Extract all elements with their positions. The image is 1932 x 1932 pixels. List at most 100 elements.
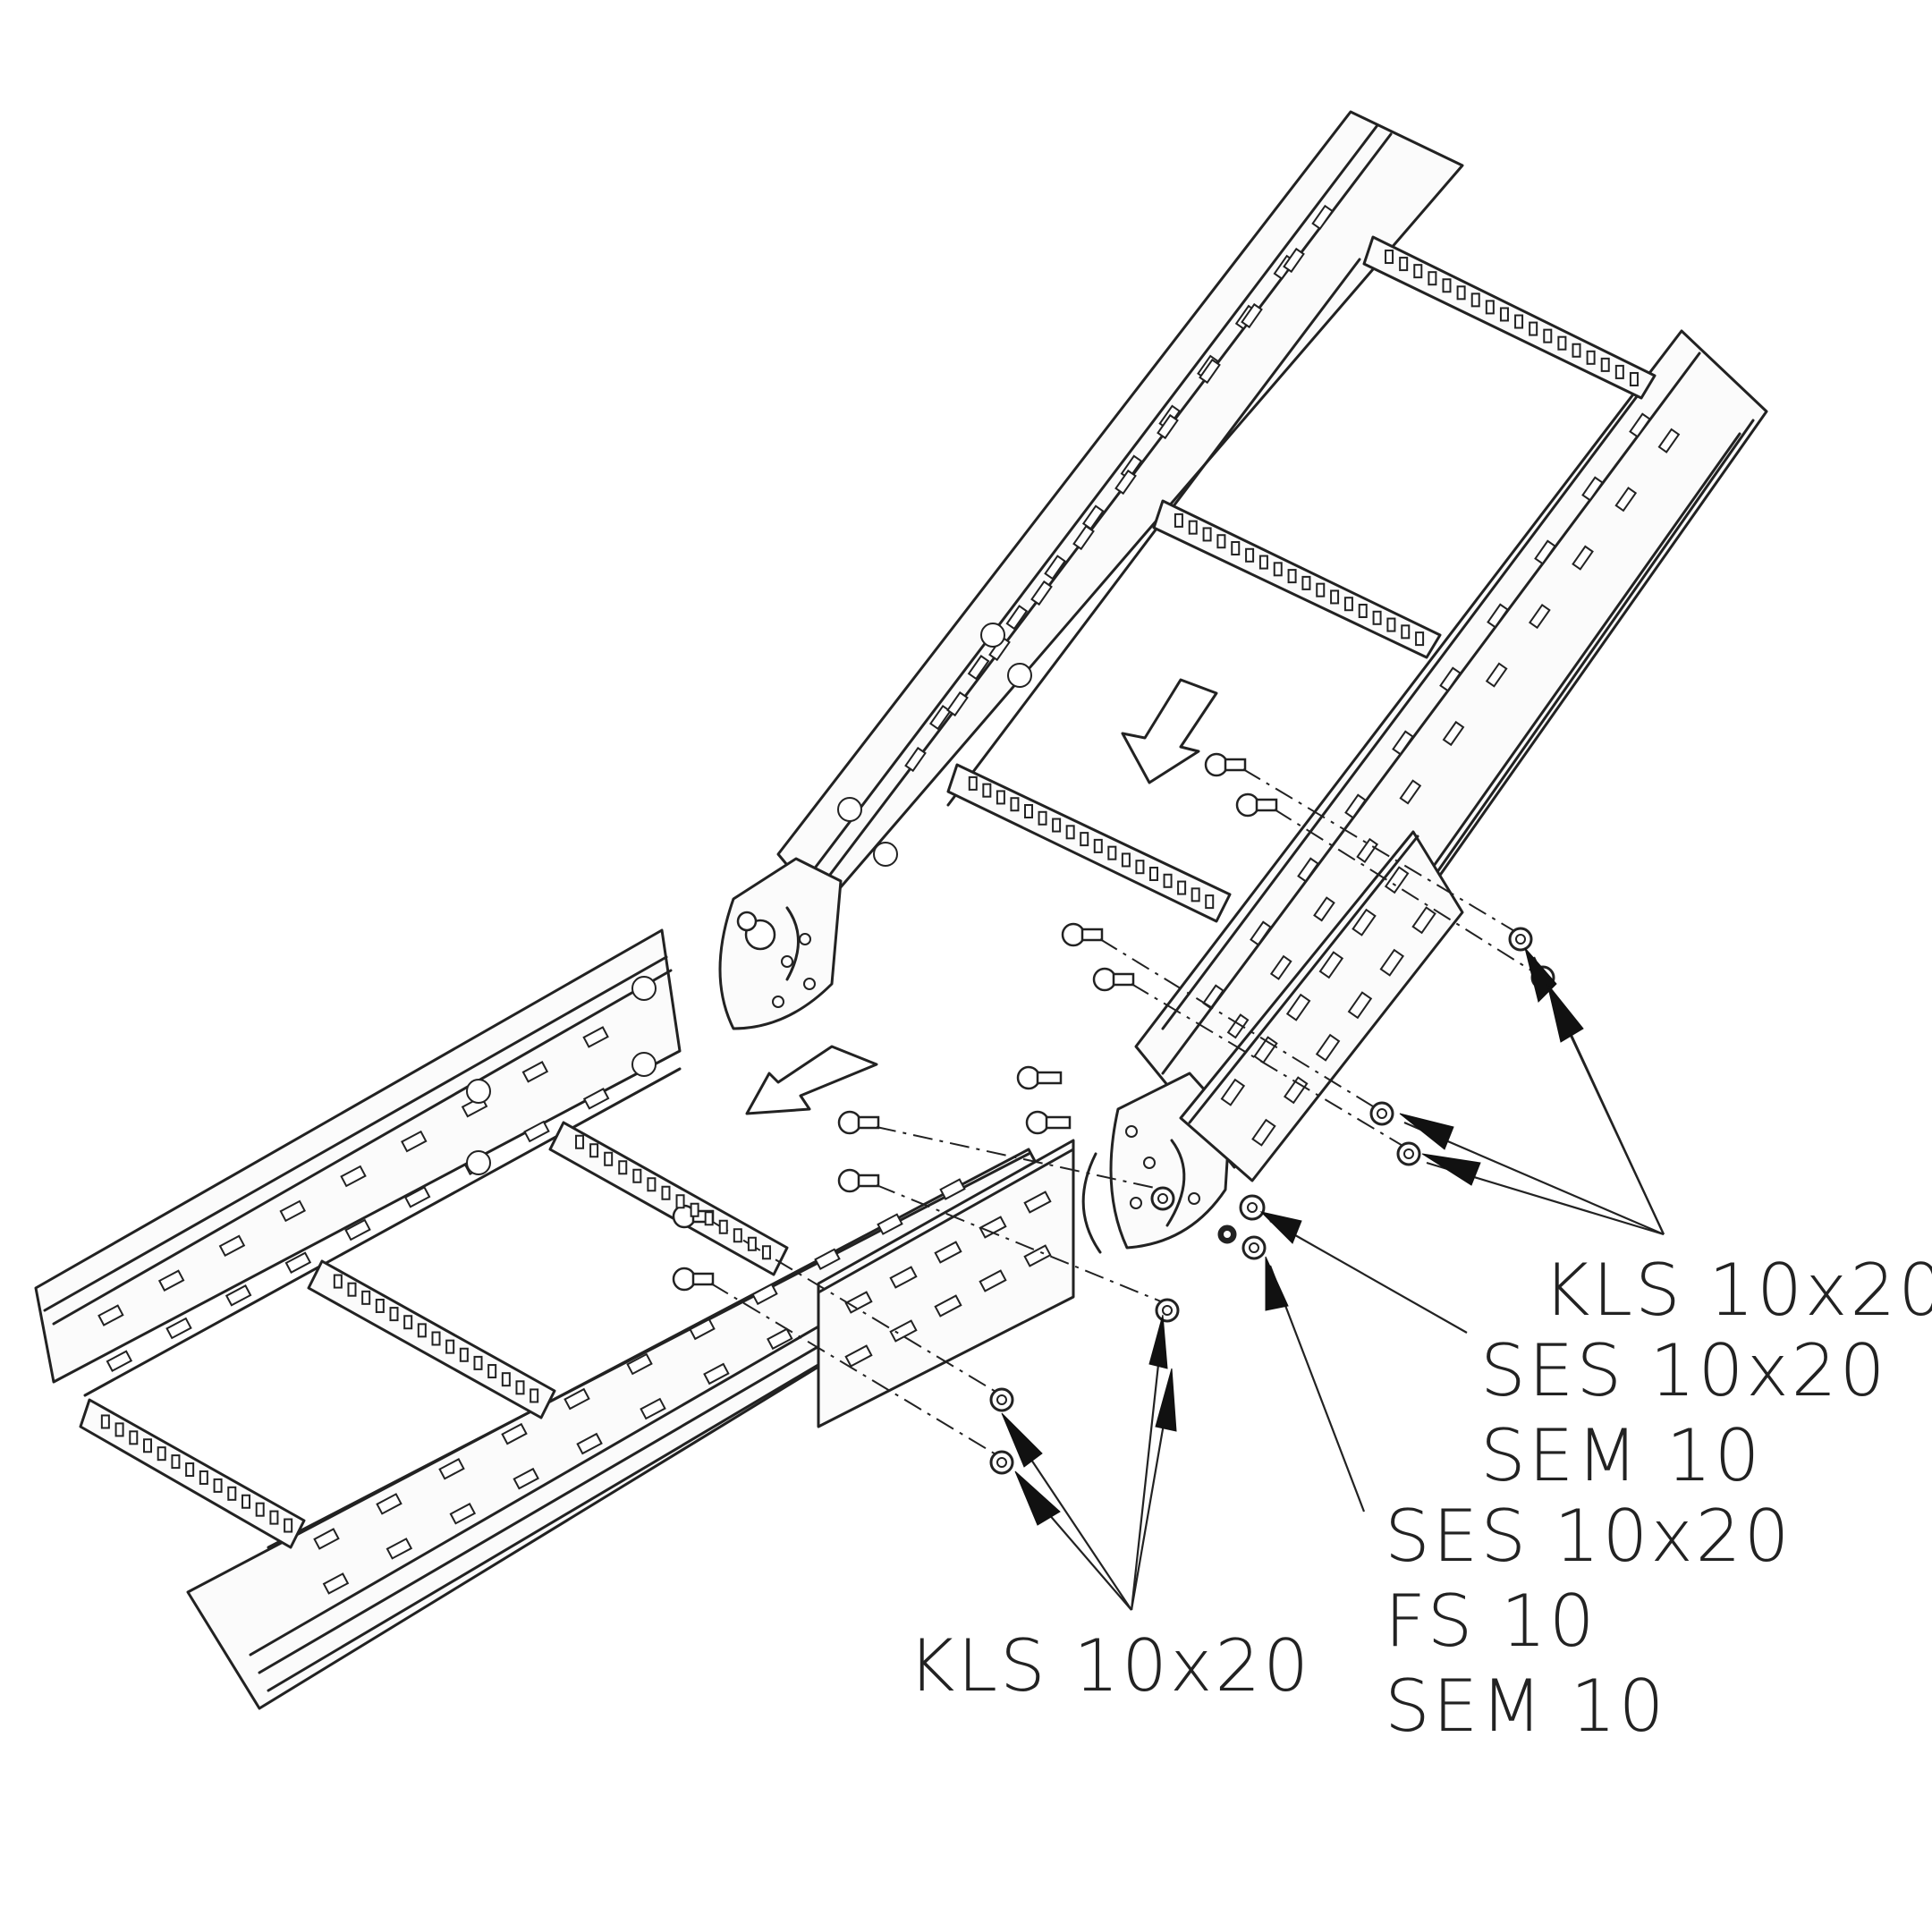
rung-slot (747, 1236, 757, 1251)
rung-slot (1080, 832, 1089, 847)
upper-left-rail-slots (904, 204, 1335, 773)
rung-slot (1385, 250, 1394, 265)
rail-slot (877, 1213, 903, 1235)
rail-slot (1629, 412, 1651, 438)
rung-slot (1330, 589, 1340, 605)
bolt (837, 1168, 880, 1193)
rail-slot (322, 1572, 350, 1595)
rung-slot (185, 1462, 195, 1478)
rail-slot (218, 1234, 246, 1258)
rung-slot (1301, 575, 1311, 590)
leaders-bottom-kls (1001, 1314, 1177, 1611)
right-splice-plate (1179, 830, 1464, 1182)
lower-back-rail-slots (97, 1026, 610, 1372)
nut (1241, 1235, 1267, 1260)
rail-slot (1030, 580, 1053, 606)
label-sem-10-b: SEM 10 (1385, 1665, 1667, 1748)
leaders-middle-ses-sem (1259, 1211, 1468, 1334)
rail-hole (837, 797, 862, 822)
rail-slot (376, 1493, 402, 1515)
bolt (1025, 1110, 1072, 1135)
rail-hole (980, 623, 1005, 648)
nut (1155, 1298, 1180, 1323)
label-fs-10: FS 10 (1385, 1580, 1597, 1663)
rung-slot (618, 1160, 628, 1175)
label-ses-10x20-a: SES 10x20 (1480, 1329, 1887, 1412)
rung-slot (1258, 555, 1268, 570)
rail-slot (401, 1130, 428, 1153)
rung-slot (242, 1494, 250, 1509)
rail-slot (449, 1502, 477, 1525)
rail-slot (904, 746, 927, 773)
rung-slots (968, 775, 1215, 910)
rail-slot (1352, 908, 1377, 936)
bolt (1204, 752, 1247, 777)
rail-hole (466, 1150, 491, 1175)
rung-slot (996, 790, 1005, 805)
bolt (672, 1267, 715, 1292)
rung-slot (1135, 860, 1145, 875)
rung-slot (269, 1510, 279, 1525)
label-ses-10x20-b: SES 10x20 (1385, 1495, 1792, 1578)
rail-slot (1311, 204, 1335, 231)
rung-slot (1343, 597, 1353, 612)
rung-slot (1629, 371, 1639, 386)
rail-slot (582, 1088, 610, 1110)
rung-slot (1399, 257, 1409, 272)
rung-slot (575, 1134, 585, 1149)
rung-slot (1177, 880, 1187, 895)
rail-slot (1379, 948, 1405, 977)
rung-slot (1107, 845, 1117, 860)
rail-slot (576, 1432, 603, 1455)
rung-slot (227, 1486, 237, 1501)
rung-slot (1499, 307, 1509, 322)
rung-slot (284, 1518, 293, 1533)
rung-slot (459, 1347, 469, 1362)
nut (1369, 1101, 1394, 1126)
rail-slot (934, 1241, 962, 1264)
rung-slot (1245, 547, 1255, 563)
rung-slot (143, 1438, 152, 1453)
rung-slot (375, 1298, 385, 1313)
rung-slot (1401, 624, 1411, 640)
rung-slot (1052, 818, 1062, 833)
rail-slot (1399, 779, 1422, 805)
rung-slot (1205, 894, 1215, 910)
rail-slot (979, 1269, 1007, 1292)
rail-slot (1023, 1244, 1052, 1267)
rail-slot (564, 1387, 590, 1411)
rung-slot (761, 1245, 771, 1260)
rung-slot (1442, 278, 1452, 293)
rail-slot (1442, 720, 1465, 747)
rail-slot (1344, 793, 1367, 819)
rung-slot (1216, 534, 1226, 549)
rail-slot (1114, 469, 1137, 496)
rail-slot (1384, 866, 1410, 894)
rung-slot (1456, 285, 1466, 301)
rail-slot (1313, 896, 1335, 922)
rail-slot (844, 1291, 873, 1314)
nut (1396, 1141, 1421, 1166)
rung-slot (1191, 887, 1200, 902)
rung-slot (604, 1151, 614, 1166)
rail-hole (466, 1079, 491, 1104)
rail-slot (1072, 524, 1095, 551)
washer (1217, 1224, 1237, 1244)
rail-slot (814, 1248, 841, 1271)
rung-slot (347, 1282, 357, 1297)
rail-slot (313, 1528, 340, 1550)
rail-slot (521, 1061, 549, 1083)
rail-slot (1392, 730, 1414, 756)
rail-slot (340, 1165, 367, 1188)
rail-slot (1285, 993, 1311, 1021)
rung-slot (1586, 350, 1596, 365)
rung-slot (1202, 527, 1212, 542)
lower-back-rail (34, 928, 682, 1384)
rung-slot (1121, 852, 1131, 868)
rail-slot (403, 1186, 431, 1208)
rail-slot (1318, 951, 1344, 979)
rail-slot (523, 1120, 550, 1143)
rail-slot (1572, 545, 1594, 571)
rung-slot (1010, 797, 1020, 812)
rung-slot (255, 1502, 265, 1517)
